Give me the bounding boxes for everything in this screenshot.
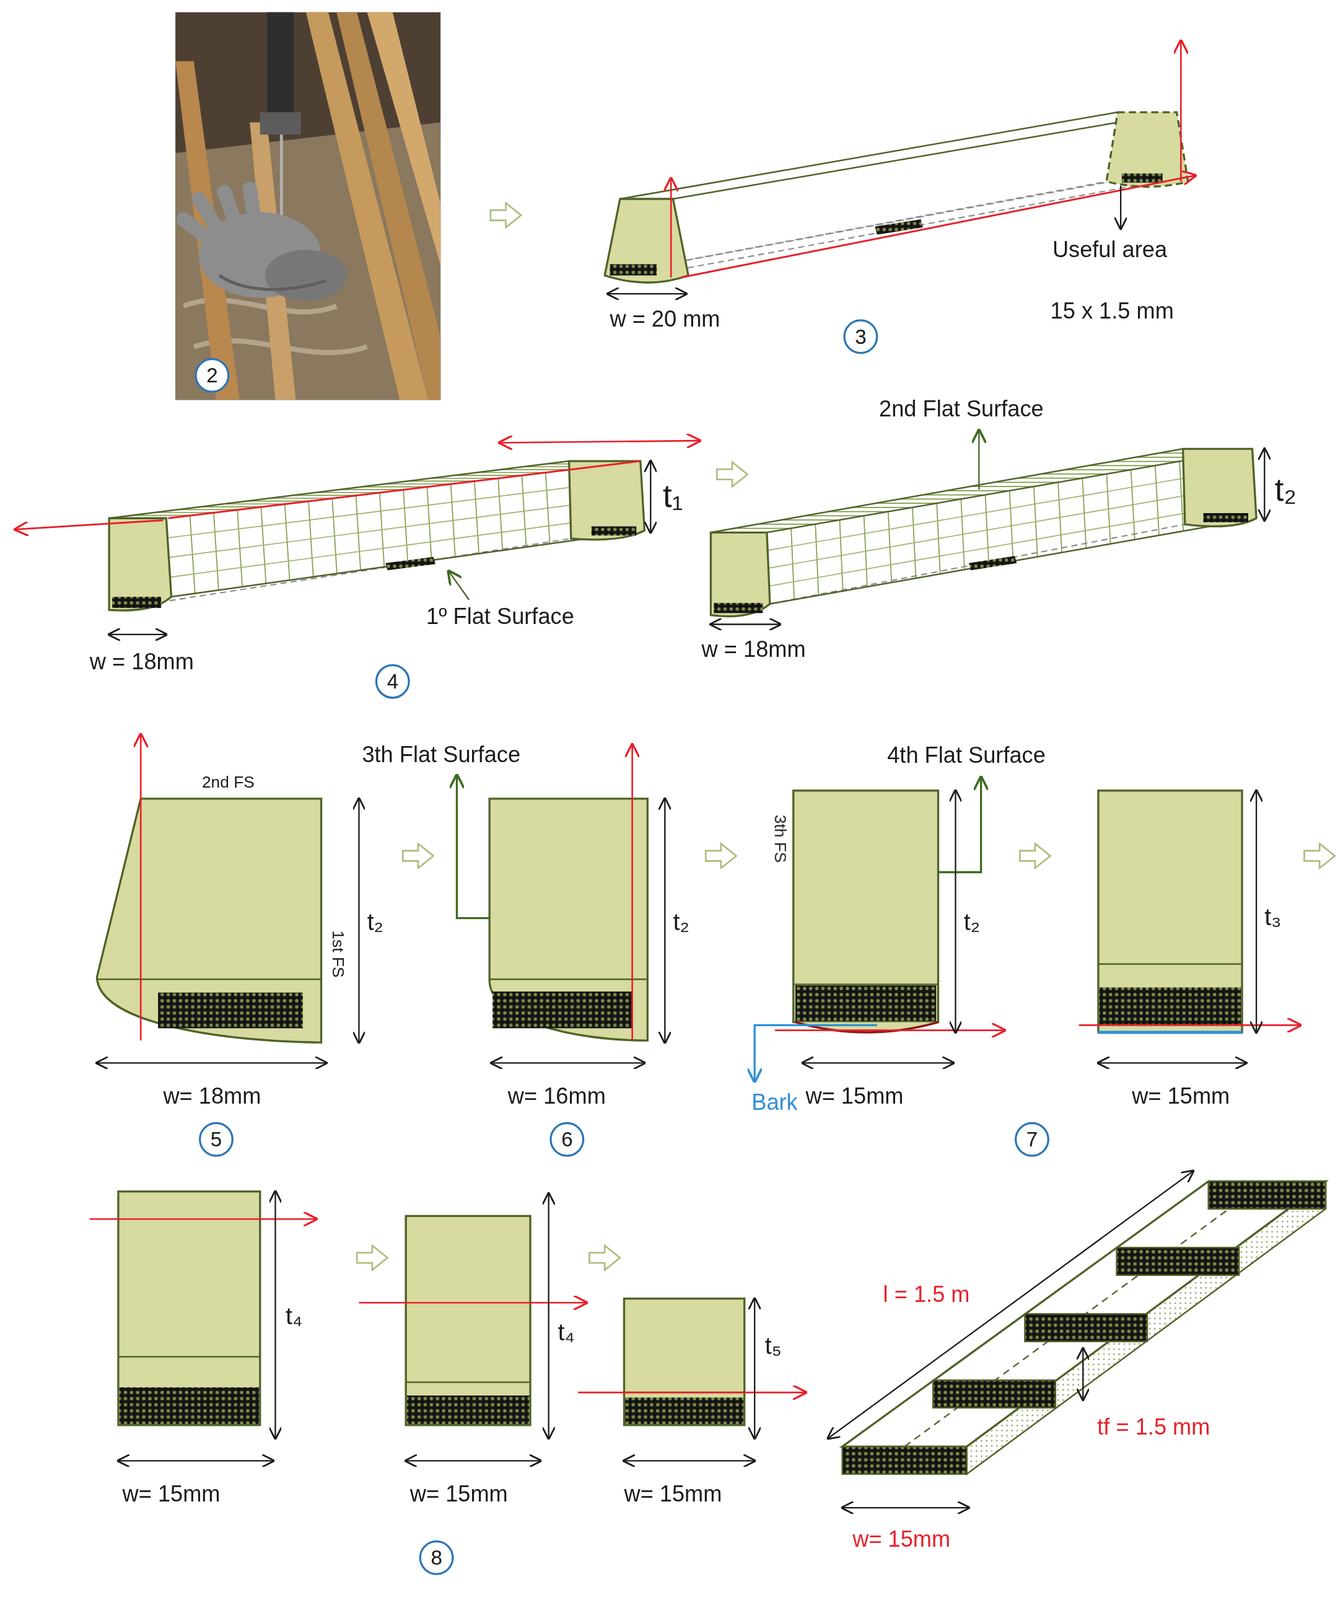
dimension-label: t₃ [1264, 902, 1282, 931]
step-number-circle: 5 [198, 1121, 234, 1157]
prism-step-4a [15, 440, 700, 635]
grid-line [734, 527, 792, 530]
step-number: 3 [854, 326, 867, 347]
grid-line [385, 483, 451, 485]
step-number: 7 [1026, 1128, 1038, 1150]
grid-line [852, 506, 913, 508]
step-number: 8 [430, 1546, 442, 1568]
section-step-8 [89, 1191, 806, 1461]
prism-step-3 [604, 40, 1195, 294]
section-step-7a [754, 776, 1005, 1081]
grid-line [758, 523, 816, 525]
section-step-7b [1079, 790, 1301, 1064]
step-number-circle: 3 [843, 319, 878, 354]
grid-line [338, 488, 404, 490]
dimension-label: 3th Flat Surface [361, 741, 521, 768]
dimension-label: w= 15mm [805, 1082, 904, 1109]
section-step-6 [456, 744, 665, 1064]
grid-line [805, 514, 865, 517]
dimension-label: t₄ [557, 1317, 575, 1346]
grid-line [476, 472, 546, 474]
dimension-label: Useful area [1052, 236, 1168, 263]
step-number: 2 [206, 364, 218, 386]
dimension-label: t₂ [963, 907, 980, 936]
grid-line [828, 511, 889, 513]
step-number: 4 [387, 670, 399, 692]
grid-line [499, 468, 570, 471]
grid-line [875, 502, 937, 504]
grid-line [769, 500, 1256, 586]
dimension-label: w = 18mm [89, 648, 194, 675]
step-number-circle: 7 [1014, 1121, 1050, 1157]
dimension-label: w= 16mm [507, 1082, 606, 1109]
grid-line [454, 474, 522, 476]
grid-line [431, 477, 499, 479]
dimension-label: Bark [751, 1089, 798, 1116]
step-number-circle: 2 [194, 358, 230, 393]
step-number: 6 [561, 1128, 573, 1150]
face-label: 3th FS [769, 814, 789, 863]
dimension-label: l = 1.5 m [883, 1281, 971, 1308]
final-strip [828, 1170, 1326, 1508]
grid-line [224, 503, 285, 505]
dimension-label: 1º Flat Surface [426, 603, 575, 630]
step-arrows [356, 203, 1335, 1270]
dimension-label: 15 x 1.5 mm [1050, 297, 1174, 324]
prism-step-4b [710, 430, 1265, 625]
dimension-label: w= 15mm [852, 1525, 951, 1552]
grid-line [1017, 477, 1083, 479]
grid-line [1041, 473, 1107, 475]
grid-line [946, 489, 1010, 492]
step-number-circle: 4 [375, 664, 411, 699]
dimension-label: t₁ [662, 476, 683, 515]
grid-line [1111, 460, 1180, 463]
grid-line [270, 497, 333, 499]
grid-line [768, 483, 1254, 569]
grid-line [923, 494, 985, 496]
dimension-label: t₅ [765, 1330, 782, 1359]
dimension-label: w= 15mm [1131, 1082, 1230, 1109]
dimension-label: w= 15mm [623, 1480, 722, 1507]
grid-line [361, 486, 427, 488]
face-label: 1st FS [328, 929, 347, 977]
dimension-label: w= 15mm [122, 1480, 221, 1507]
dimension-label: w= 15mm [410, 1480, 508, 1507]
dimension-label: t₂ [1274, 471, 1297, 510]
dimension-label: 4th Flat Surface [887, 742, 1046, 769]
dimension-label: w = 18mm [701, 636, 806, 663]
photo [175, 12, 441, 401]
dimension-label: 2nd Flat Surface [879, 395, 1044, 422]
grid-line [293, 494, 356, 497]
grid-line [1088, 465, 1156, 467]
step-number: 5 [210, 1128, 222, 1150]
dimension-label: t₂ [367, 907, 384, 936]
dimension-label: w= 18mm [162, 1082, 261, 1109]
dimension-label: 2nd FS [201, 773, 255, 792]
grid-line [899, 498, 961, 500]
grid-line [1064, 468, 1132, 471]
section-step-5 [96, 734, 359, 1063]
step-number-circle: 8 [419, 1539, 455, 1575]
dimension-label: t₂ [672, 907, 689, 936]
grid-line [408, 480, 475, 482]
grid-line [970, 485, 1034, 487]
grid-line [315, 491, 380, 494]
grid-line [247, 500, 309, 502]
dimension-label: t₄ [285, 1301, 303, 1330]
grid-line [994, 481, 1059, 484]
grid-line [781, 519, 840, 521]
step-number-circle: 6 [549, 1121, 585, 1157]
dimension-label: w = 20 mm [609, 306, 720, 333]
dimension-label: tf = 1.5 mm [1097, 1413, 1210, 1440]
